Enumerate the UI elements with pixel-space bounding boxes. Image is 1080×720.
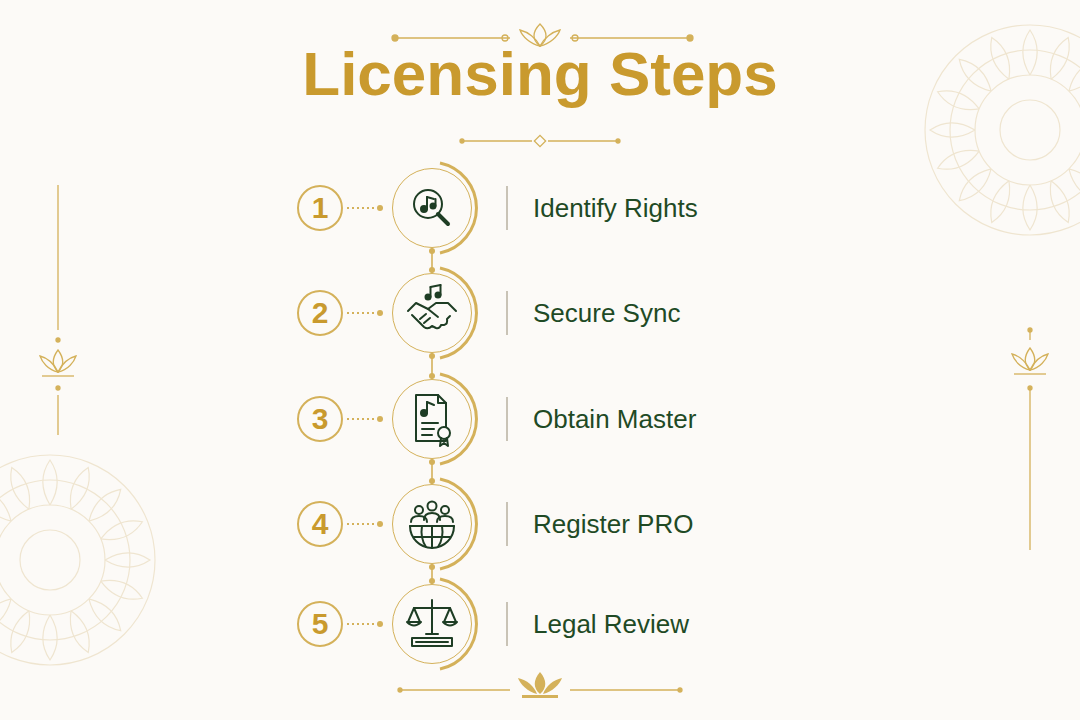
ornament-lines — [40, 24, 1048, 698]
step-icon-circle: Legal Review — [392, 584, 472, 664]
globe-people-icon — [410, 502, 454, 549]
step-ornaments — [298, 163, 507, 669]
step-number: 2 — [298, 291, 342, 335]
step-label: Secure Sync — [533, 298, 680, 329]
step-number: 5 — [298, 602, 342, 646]
step-number: 1 — [298, 186, 342, 230]
step-label: Identify Rights — [533, 193, 698, 224]
step-icon-circle: Secure Sync — [392, 273, 472, 353]
step-icon-circle: Identify Rights — [392, 168, 472, 248]
connector — [429, 459, 435, 484]
step-number: 3 — [298, 397, 342, 441]
step-icons — [407, 190, 457, 646]
step-label: Register PRO — [533, 509, 693, 540]
document-icon — [416, 395, 450, 446]
step-number: 4 — [298, 502, 342, 546]
handshake-icon — [408, 285, 456, 328]
title: Licensing Steps — [0, 38, 1080, 109]
step-label: Legal Review — [533, 609, 689, 640]
connector — [429, 248, 435, 273]
connector — [429, 353, 435, 379]
scales-icon — [407, 600, 457, 646]
connector — [429, 564, 435, 584]
search-icon — [414, 190, 448, 224]
step-label: Obtain Master — [533, 404, 696, 435]
step-icon-circle: Register PRO — [392, 484, 472, 564]
step-icon-circle: Obtain Master — [392, 379, 472, 459]
mandala-ornament — [0, 25, 1080, 665]
